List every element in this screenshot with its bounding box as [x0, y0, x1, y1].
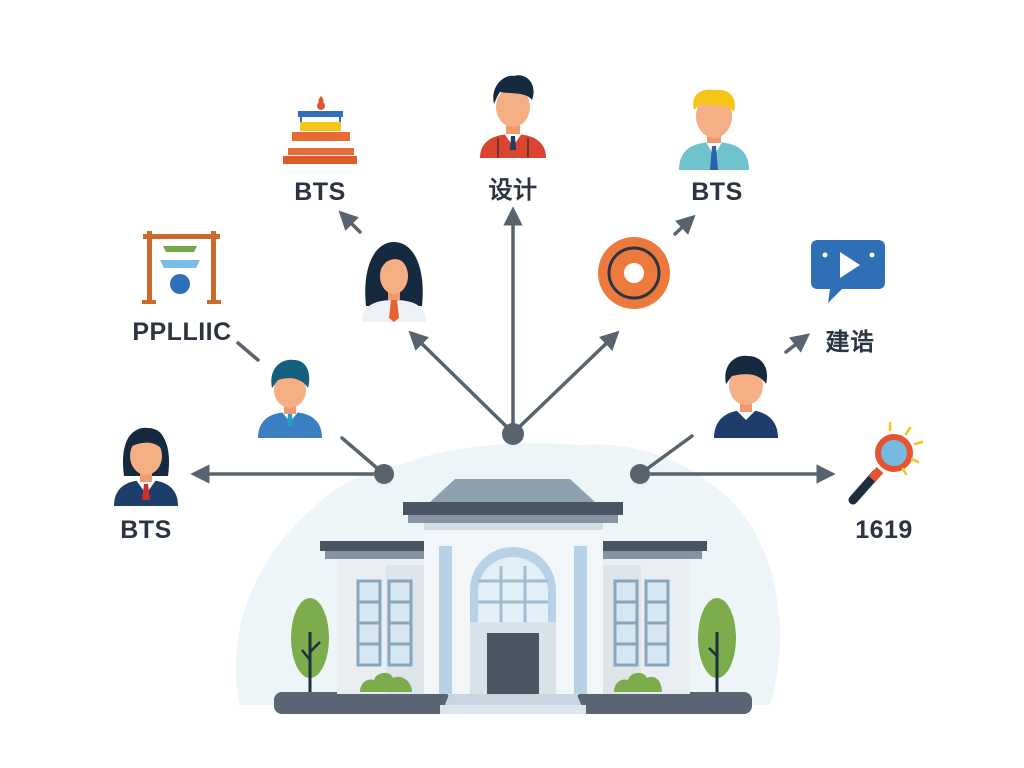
- edge-to-inner-woman: [408, 330, 515, 435]
- woman-long-hair-avatar-icon: [362, 242, 426, 322]
- man-navy-sweater-avatar-icon: [714, 355, 778, 438]
- node-label-low-right: 1619: [855, 516, 913, 544]
- node-label-top-right: BTS: [691, 178, 743, 206]
- node-label-mid-left: PPLLIIC: [132, 318, 232, 346]
- hub-right-dot: [630, 464, 650, 484]
- stacked-layers-flame-icon: [283, 96, 357, 164]
- edge-to-inner-target: [511, 330, 620, 435]
- gate-frame-icon: [142, 231, 221, 304]
- edge-to-top-right: [673, 214, 696, 236]
- orange-ring-target-icon: [598, 237, 670, 309]
- node-label-top-center: 设计: [488, 176, 538, 204]
- edge-to-top-left: [338, 210, 362, 234]
- boy-blue-sweater-avatar-icon: [258, 359, 322, 438]
- edge-to-inner-man: [638, 434, 694, 476]
- public-building-icon: [274, 479, 752, 714]
- hub-left-dot: [374, 464, 394, 484]
- video-chat-bubble-icon: [811, 240, 885, 303]
- blond-man-teal-suit-avatar-icon: [679, 89, 749, 170]
- magnifier-search-icon: [848, 421, 924, 505]
- edge-to-mid-left: [236, 341, 260, 362]
- node-label-top-left: BTS: [294, 178, 346, 206]
- woman-navy-suit-avatar-icon: [114, 427, 178, 506]
- hub-top-dot: [502, 423, 524, 445]
- node-label-low-left: BTS: [120, 516, 172, 544]
- edge-to-mid-right: [784, 333, 811, 354]
- node-label-mid-right: 建诰: [825, 328, 875, 356]
- man-red-vest-avatar-icon: [480, 75, 546, 158]
- connectors: [190, 206, 836, 484]
